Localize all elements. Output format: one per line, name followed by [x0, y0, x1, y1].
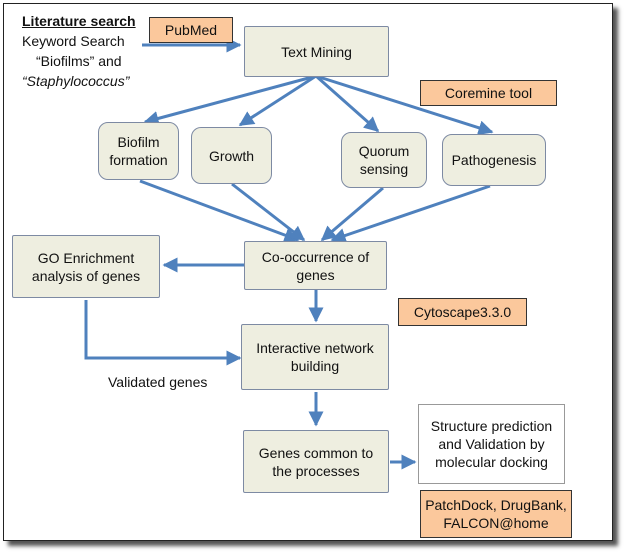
- arrow-textmining-to-pathogenesis: [315, 74, 494, 136]
- arrow-textmining-to-growth: [238, 74, 317, 127]
- biofilm-line2: formation: [109, 152, 168, 168]
- literature-line2: “Biofilms” and: [36, 53, 122, 69]
- cooccur-line2: genes: [296, 266, 335, 283]
- biofilm-line1: Biofilm: [117, 134, 160, 150]
- docking-tools: PatchDock, DrugBank, FALCON@home: [420, 490, 572, 538]
- docking-tools-line2: FALCON@home: [443, 515, 549, 531]
- literature-line3: “Staphylococcus”: [22, 73, 130, 89]
- quorum-line1: Quorum: [358, 143, 410, 159]
- go-enrichment-node: GO Enrichment analysis of genes: [12, 235, 160, 298]
- go-line1: GO Enrichment: [37, 249, 135, 266]
- coremine-tool: Coremine tool: [420, 80, 557, 106]
- text-mining-node: Text Mining: [244, 26, 389, 77]
- arrow-go-to-network: [84, 300, 242, 366]
- quorum-sensing-node: Quorum sensing: [341, 132, 427, 188]
- literature-line1: Keyword Search: [22, 33, 125, 49]
- common-line2: the processes: [272, 462, 360, 479]
- struct-line3: molecular docking: [435, 454, 548, 470]
- arrow-textmining-to-biofilm: [143, 74, 317, 126]
- pubmed-tool: PubMed: [149, 17, 233, 43]
- arrow-growth-to-cooccur: [231, 182, 306, 242]
- quorum-line2: sensing: [359, 161, 409, 177]
- validated-genes-label: Validated genes: [108, 374, 208, 390]
- biofilm-formation-node: Biofilm formation: [98, 122, 179, 180]
- cooccur-line1: Co-occurrence of: [261, 248, 370, 265]
- arrow-textmining-to-quorum: [315, 74, 380, 133]
- struct-line1: Structure prediction: [430, 418, 553, 434]
- literature-title: Literature search: [22, 13, 136, 29]
- network-line2: building: [290, 358, 340, 374]
- structure-prediction-node: Structure prediction and Validation by m…: [418, 404, 565, 484]
- genes-common-node: Genes common to the processes: [243, 430, 389, 493]
- arrow-pathogenesis-to-cooccur: [330, 184, 491, 243]
- arrow-biofilm-to-cooccur: [139, 179, 300, 243]
- pathogenesis-node: Pathogenesis: [442, 134, 546, 186]
- struct-line2: and Validation by: [438, 436, 545, 452]
- growth-node: Growth: [191, 127, 272, 184]
- network-line1: Interactive network: [256, 340, 374, 356]
- go-line2: analysis of genes: [31, 267, 141, 284]
- cooccurrence-node: Co-occurrence of genes: [244, 241, 387, 290]
- common-line1: Genes common to: [258, 444, 374, 461]
- docking-tools-line1: PatchDock, DrugBank,: [425, 497, 567, 513]
- cytoscape-tool: Cytoscape3.3.0: [398, 298, 527, 326]
- network-building-node: Interactive network building: [241, 324, 389, 390]
